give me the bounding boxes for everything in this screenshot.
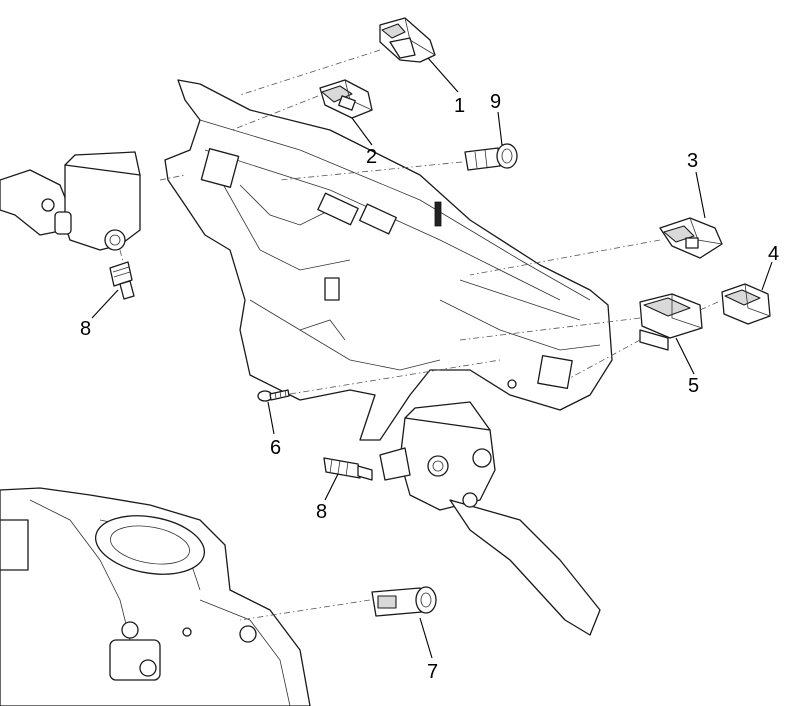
callout-labels: 1 2 9 3 4 5 6 7 8 8 [80, 91, 779, 683]
part-5-switch [639, 293, 703, 351]
callout-8-left: 8 [80, 318, 91, 340]
callout-8-right: 8 [316, 501, 327, 523]
handlebar-rear-cover [164, 79, 613, 441]
callout-5: 5 [688, 375, 699, 397]
assembly-lines [119, 49, 719, 621]
part-4-switch [721, 283, 771, 325]
left-lever-assembly [0, 151, 141, 251]
part-9-connector [464, 143, 518, 171]
right-lever-assembly [379, 401, 601, 636]
part-1-switch [379, 17, 436, 63]
callout-6: 6 [270, 437, 281, 459]
part-7-connector [371, 586, 437, 617]
part-2-switch [319, 79, 373, 119]
part-8-stop-switch-left [109, 261, 135, 300]
part-3-switch [659, 217, 723, 259]
callout-4: 4 [768, 243, 779, 265]
callout-1: 1 [454, 95, 465, 117]
part-6-screw [257, 389, 290, 402]
callout-2: 2 [366, 146, 377, 168]
front-headlight-cover [0, 487, 311, 706]
callout-9: 9 [490, 91, 501, 113]
callout-3: 3 [687, 150, 698, 172]
leader-lines [91, 57, 773, 659]
callout-7: 7 [427, 661, 438, 683]
part-8-stop-switch-right [323, 457, 373, 481]
